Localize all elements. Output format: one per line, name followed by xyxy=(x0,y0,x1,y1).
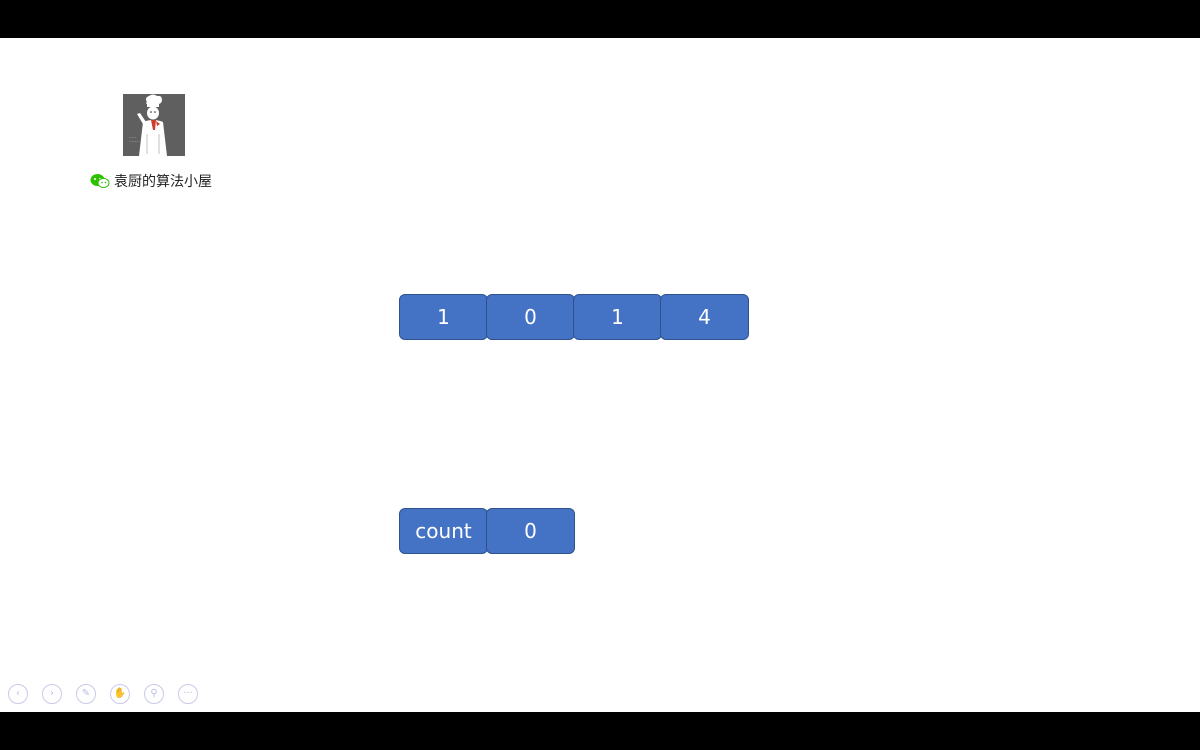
next-icon[interactable]: › xyxy=(42,684,62,704)
wechat-icon xyxy=(90,173,110,189)
presentation-controls: ‹ › ✎ ✋ ⚲ ··· xyxy=(8,684,198,704)
zoom-icon[interactable]: ⚲ xyxy=(144,684,164,704)
pen-icon[interactable]: ✎ xyxy=(76,684,96,704)
count-value: 0 xyxy=(486,508,575,554)
channel-caption: 袁厨的算法小屋 xyxy=(90,171,212,191)
array-cell: 0 xyxy=(486,294,575,340)
array-cell: 4 xyxy=(660,294,749,340)
count-label: count xyxy=(399,508,488,554)
more-icon[interactable]: ··· xyxy=(178,684,198,704)
channel-name: 袁厨的算法小屋 xyxy=(114,174,212,190)
chef-avatar-logo: ~~~ ~~~~ xyxy=(123,94,185,156)
svg-text:~~~~: ~~~~ xyxy=(129,139,140,143)
slide-canvas: ~~~ ~~~~ 袁厨的算法小屋 1 0 1 4 count 0 ‹ › ✎ ✋… xyxy=(0,38,1200,712)
hand-icon[interactable]: ✋ xyxy=(110,684,130,704)
array-cell: 1 xyxy=(573,294,662,340)
svg-text:~~~: ~~~ xyxy=(129,135,137,139)
prev-icon[interactable]: ‹ xyxy=(8,684,28,704)
array-cell: 1 xyxy=(399,294,488,340)
